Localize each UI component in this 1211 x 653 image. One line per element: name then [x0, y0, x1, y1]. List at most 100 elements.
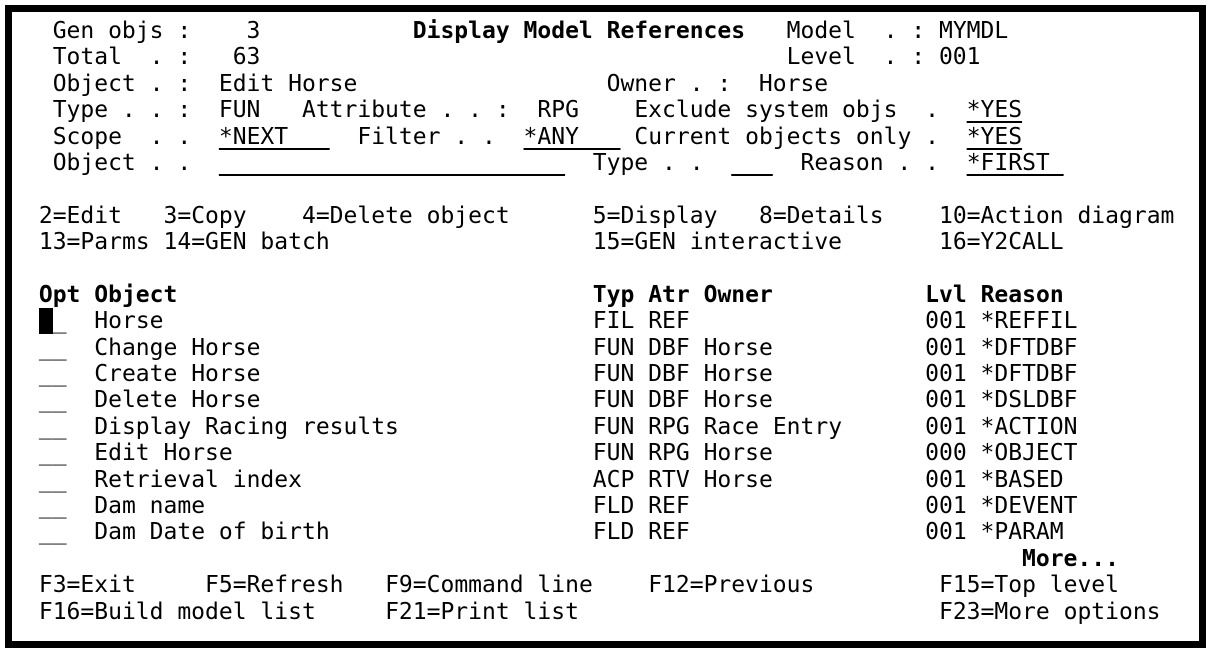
gap — [842, 229, 939, 255]
cursor[interactable] — [38, 308, 53, 335]
current-objects-only-field[interactable]: *YES — [966, 123, 1023, 150]
gap — [25, 493, 39, 519]
gap — [25, 256, 39, 282]
owner-cell: Horse — [703, 361, 926, 388]
owner-cell: Horse — [703, 334, 926, 361]
atr-cell: DBF — [648, 361, 690, 388]
gap — [690, 467, 704, 493]
object-cell: Edit Horse — [94, 440, 593, 467]
gap — [510, 203, 593, 229]
gap — [25, 440, 39, 466]
type-filter-field[interactable] — [731, 150, 773, 176]
atr-cell: RTV — [648, 466, 690, 493]
col-header-atr: Atr — [648, 281, 690, 308]
fkey-f3-exit: F3=Exit — [38, 572, 136, 599]
gap — [67, 308, 95, 334]
fkey-f9-command-line: F9=Command line — [385, 572, 593, 599]
status-row-1: Gen objs : 3 Display Model References Mo… — [25, 18, 1199, 44]
lvl-cell: 001 — [925, 493, 967, 520]
option-4-delete-object: 4=Delete object — [301, 202, 510, 229]
opt-input[interactable]: __ — [38, 387, 67, 414]
opt-input[interactable]: __ — [38, 413, 67, 440]
owner-cell: Horse — [703, 440, 926, 467]
gap — [634, 335, 648, 361]
exclude-system-objs-field[interactable]: *YES — [966, 97, 1023, 124]
option-16-y2call: 16=Y2CALL — [938, 229, 1064, 256]
option-10-action-diagram: 10=Action diagram — [938, 202, 1175, 229]
object-cell: Horse — [94, 308, 593, 335]
owner-label: Owner . : — [606, 70, 732, 97]
gap — [634, 519, 648, 545]
col-header-opt: Opt — [38, 281, 81, 308]
gap — [25, 203, 39, 229]
gap — [260, 97, 302, 123]
scope-field[interactable]: *NEXT — [218, 123, 330, 150]
gap — [593, 572, 648, 598]
lvl-cell: 001 — [925, 334, 967, 361]
reason-cell: *DEVENT — [980, 493, 1078, 520]
gap — [565, 150, 593, 176]
lvl-cell: 001 — [925, 308, 967, 335]
gap — [717, 203, 759, 229]
gap — [690, 361, 704, 387]
gap — [330, 229, 593, 255]
options-row-2: 13=Parms 14=GEN batch 15=GEN interactive… — [25, 229, 1199, 255]
object-cell: Dam name — [94, 493, 593, 520]
reason-label: Reason . . — [800, 149, 939, 176]
position-to-row: Object . . Type . . Reason . . *FIRST — [25, 150, 1199, 176]
gap — [357, 71, 606, 97]
opt-input[interactable]: __ — [38, 440, 67, 467]
gap — [67, 335, 95, 361]
opt-input[interactable]: __ — [38, 519, 67, 546]
opt-input[interactable]: __ — [38, 493, 67, 520]
exclude-system-objs-label: Exclude system objs . — [634, 97, 939, 124]
gap — [704, 150, 732, 176]
opt-input[interactable]: _ — [52, 308, 67, 335]
gap — [690, 282, 704, 308]
lvl-cell: 000 — [925, 440, 967, 467]
lvl-cell: 001 — [925, 387, 967, 414]
table-row: _ Horse FIL REF 001 *REFFIL — [25, 308, 1199, 335]
gap — [634, 361, 648, 387]
gap — [25, 387, 39, 413]
gap — [690, 308, 704, 334]
gap — [814, 572, 939, 598]
atr-cell: RPG — [648, 413, 690, 440]
table-row: __ Retrieval index ACP RTV Horse 001 *BA… — [25, 467, 1199, 493]
gap — [67, 519, 95, 545]
blank-row — [25, 176, 1199, 202]
atr-cell: REF — [648, 308, 690, 335]
object-position-field[interactable] — [219, 150, 565, 176]
gap — [967, 361, 981, 387]
typ-cell: FUN — [592, 334, 635, 361]
owner-cell — [704, 519, 926, 545]
owner-cell: Horse — [703, 466, 926, 493]
level-label: Level . : — [786, 44, 939, 71]
reason-field[interactable]: *FIRST — [966, 149, 1064, 176]
gap — [939, 150, 967, 176]
gap — [939, 97, 967, 123]
fkeys-row-1: F3=Exit F5=Refresh F9=Command line F12=P… — [25, 572, 1199, 598]
option-8-details: 8=Details — [758, 202, 884, 229]
opt-input[interactable]: __ — [38, 466, 67, 493]
attribute-value: RPG — [509, 97, 579, 124]
model-label: Model . : — [786, 18, 939, 44]
option-2-edit: 2=Edit — [38, 202, 122, 229]
filter-field[interactable]: *ANY — [523, 123, 621, 150]
gap — [967, 467, 981, 493]
object-cell: Retrieval index — [94, 466, 593, 493]
col-header-owner: Owner — [703, 281, 773, 308]
options-row-1: 2=Edit 3=Copy 4=Delete object 5=Display … — [25, 203, 1199, 229]
option-13-parms: 13=Parms — [38, 229, 150, 256]
opt-input[interactable]: __ — [38, 334, 67, 361]
more-row: More... — [25, 546, 1199, 572]
lvl-cell: 001 — [925, 519, 967, 546]
opt-input[interactable]: __ — [38, 361, 67, 388]
reason-cell: *PARAM — [980, 519, 1064, 546]
owner-cell: Horse — [703, 387, 926, 414]
gap — [25, 572, 39, 598]
gap — [150, 229, 164, 255]
gap — [967, 335, 981, 361]
type-value: FUN — [191, 97, 261, 124]
atr-cell: DBF — [648, 387, 690, 414]
